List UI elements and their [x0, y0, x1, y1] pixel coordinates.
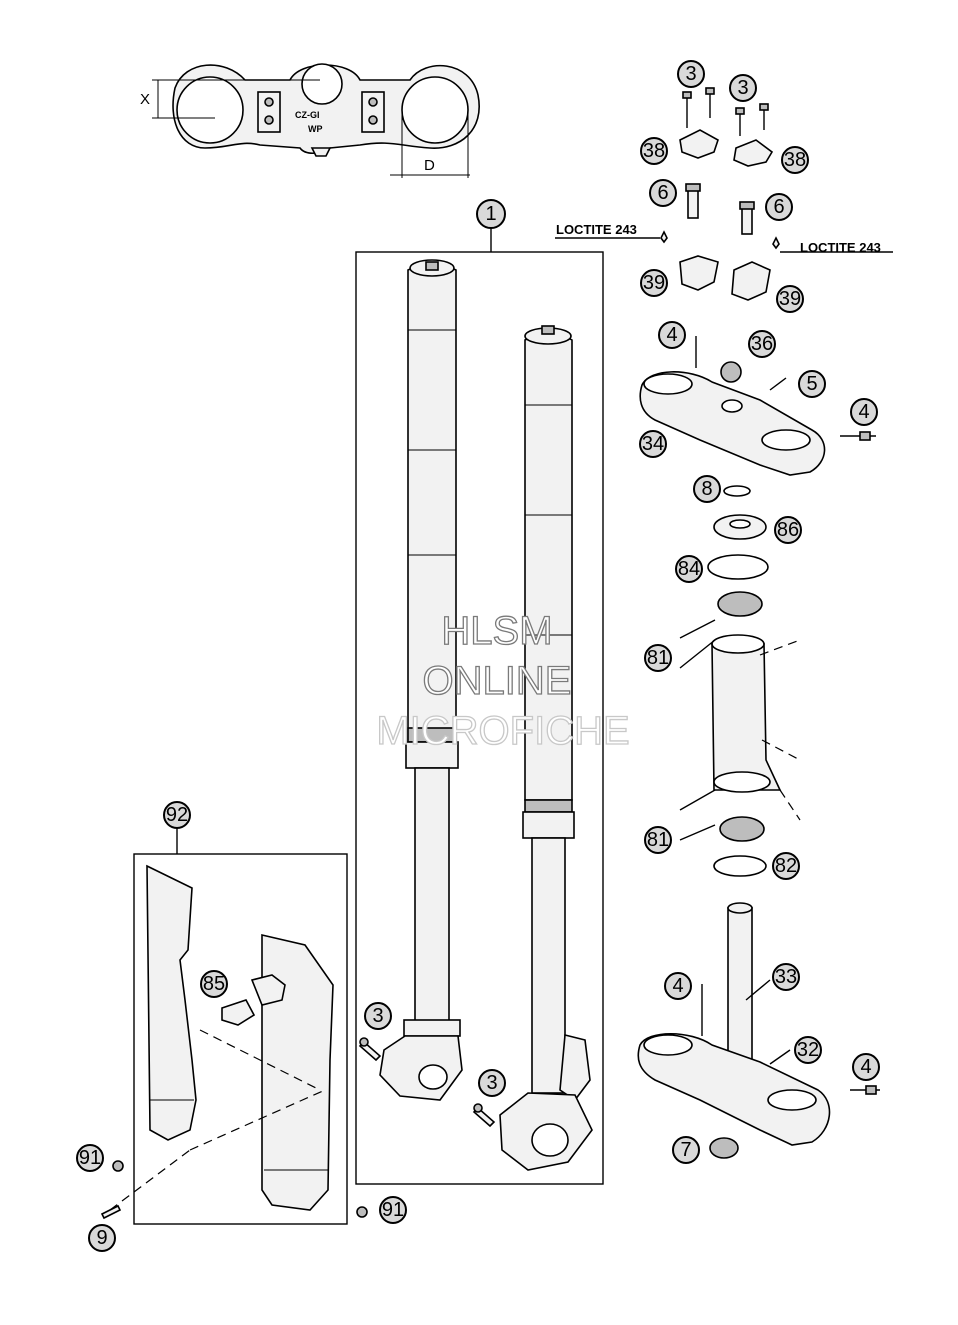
callout-92: 92 — [163, 801, 191, 829]
callout-5-label: 5 — [806, 373, 817, 395]
upper-triple-clamp — [639, 336, 876, 476]
callout-6a-label: 6 — [657, 182, 668, 204]
callout-3-top-left: 3 — [677, 60, 705, 88]
watermark-line-3: MICROFICHE — [376, 709, 629, 753]
callout-4a-label: 4 — [666, 324, 677, 346]
lower-triple-clamp-and-stem — [637, 902, 880, 1159]
callout-82-label: 82 — [775, 855, 797, 877]
callout-32-label: 32 — [797, 1039, 819, 1061]
callout-85: 85 — [200, 970, 228, 998]
right-fork-leg — [499, 325, 593, 1171]
fork-protector-assembly — [100, 828, 368, 1225]
callout-38b-label: 38 — [784, 149, 806, 171]
watermark-line-1: HLSM — [441, 609, 552, 653]
callout-39-left: 39 — [640, 269, 668, 297]
callout-3c-label: 3 — [372, 1005, 383, 1027]
callout-4-upper-left: 4 — [658, 321, 686, 349]
callout-1: 1 — [476, 199, 506, 229]
left-fork-leg — [379, 259, 463, 1101]
callout-9: 9 — [88, 1224, 116, 1252]
callout-86: 86 — [774, 516, 802, 544]
dim-x-label: X — [140, 91, 150, 108]
callout-34-label: 34 — [642, 433, 664, 455]
callout-4-lower-left: 4 — [664, 972, 692, 1000]
callout-32: 32 — [794, 1036, 822, 1064]
callout-1-label: 1 — [485, 203, 496, 225]
callout-3b-label: 3 — [737, 77, 748, 99]
clamp-text-1: CZ-GI — [295, 110, 320, 120]
callout-81-upper: 81 — [644, 644, 672, 672]
callout-4d-label: 4 — [860, 1056, 871, 1078]
callout-7-label: 7 — [680, 1139, 691, 1161]
callout-4-upper-right: 4 — [850, 398, 878, 426]
callout-3d-label: 3 — [486, 1072, 497, 1094]
callout-6-left: 6 — [649, 179, 677, 207]
callout-38-left: 38 — [640, 137, 668, 165]
callout-39b-label: 39 — [779, 288, 801, 310]
callout-8: 8 — [693, 475, 721, 503]
callout-38a-label: 38 — [643, 140, 665, 162]
callout-33: 33 — [772, 963, 800, 991]
watermark: HLSM ONLINE MICROFICHE — [376, 608, 631, 753]
callout-33-label: 33 — [775, 966, 797, 988]
callout-7: 7 — [672, 1136, 700, 1164]
fork-assembly — [355, 228, 604, 1185]
callout-81-lower: 81 — [644, 826, 672, 854]
loctite-label-left: LOCTITE 243 — [556, 222, 637, 237]
callout-85-label: 85 — [203, 973, 225, 995]
bolt-3-left — [358, 1037, 382, 1062]
callout-39-right: 39 — [776, 285, 804, 313]
callout-86-label: 86 — [777, 519, 799, 541]
callout-3-fork-left: 3 — [364, 1002, 392, 1030]
callout-34: 34 — [639, 430, 667, 458]
loctite-label-right: LOCTITE 243 — [800, 240, 881, 255]
triple-clamp-top-view: CZ-GI WP X D — [140, 63, 480, 178]
steering-bearing-parts — [679, 485, 801, 877]
dim-d-label: D — [424, 157, 435, 174]
callout-39a-label: 39 — [643, 272, 665, 294]
callout-9-label: 9 — [96, 1227, 107, 1249]
callout-3-top-right: 3 — [729, 74, 757, 102]
callout-81b-label: 81 — [647, 829, 669, 851]
watermark-line-2: ONLINE — [423, 659, 572, 703]
callout-4-lower-right: 4 — [852, 1053, 880, 1081]
callout-6b-label: 6 — [773, 196, 784, 218]
callout-81a-label: 81 — [647, 647, 669, 669]
callout-3-fork-right: 3 — [478, 1069, 506, 1097]
handlebar-clamp-parts: LOCTITE 243 LOCTITE 243 — [555, 87, 893, 301]
callout-36: 36 — [748, 330, 776, 358]
callout-8-label: 8 — [701, 478, 712, 500]
callout-91b-label: 91 — [382, 1199, 404, 1221]
callout-92-label: 92 — [166, 804, 188, 826]
callout-36-label: 36 — [751, 333, 773, 355]
callout-91-left: 91 — [76, 1144, 104, 1172]
callout-38-right: 38 — [781, 146, 809, 174]
clamp-text-2: WP — [308, 124, 323, 134]
callout-4c-label: 4 — [672, 975, 683, 997]
callout-4b-label: 4 — [858, 401, 869, 423]
callout-6-right: 6 — [765, 193, 793, 221]
bolt-3-right — [472, 1103, 496, 1128]
callout-84-label: 84 — [678, 558, 700, 580]
callout-3a-label: 3 — [685, 63, 696, 85]
callout-91a-label: 91 — [79, 1147, 101, 1169]
callout-5: 5 — [798, 370, 826, 398]
callout-91-right: 91 — [379, 1196, 407, 1224]
callout-84: 84 — [675, 555, 703, 583]
callout-82: 82 — [772, 852, 800, 880]
